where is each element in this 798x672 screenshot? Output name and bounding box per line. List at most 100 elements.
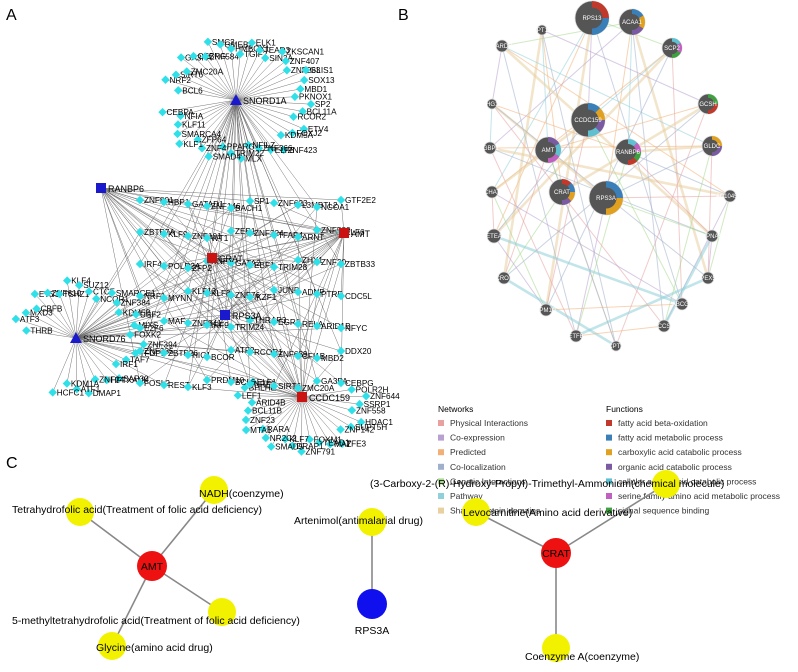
legend-label: Shared protein domains (450, 506, 540, 516)
leaf-label: NCOA1 (321, 203, 350, 212)
leaf-marker (48, 388, 57, 397)
leaf-marker (293, 232, 303, 242)
leaf-marker (131, 310, 141, 319)
leaf-marker (62, 276, 72, 285)
gene-node-etfb: ETFB (568, 329, 584, 343)
edge (235, 99, 282, 136)
leaf-marker (90, 375, 100, 384)
leaf-node: ETV4 (299, 124, 329, 134)
leaf-label: SP2 (315, 100, 331, 109)
edge (235, 99, 342, 352)
leaf-marker (183, 231, 193, 241)
leaf-marker (314, 438, 324, 447)
edge (222, 99, 237, 147)
edge (187, 290, 226, 316)
target-node-circle (137, 551, 167, 581)
hub-snord76: SNORD76 (70, 332, 126, 344)
leaf-node: SMARCA4 (173, 129, 222, 139)
leaf-marker (337, 439, 347, 448)
interaction-edge (489, 147, 577, 337)
edge (244, 387, 303, 398)
edge (235, 99, 294, 117)
leaf-label: KDM1A (71, 380, 100, 389)
leaf-node: BCL6 (174, 86, 203, 95)
legend-label: cellular amino acid catabolic process (618, 476, 756, 486)
leaf-label: SUPT5H (355, 423, 387, 432)
leaf-node: MYNN (159, 293, 192, 303)
leaf-marker (336, 259, 346, 269)
legend-swatch (606, 463, 612, 470)
leaf-marker (245, 379, 255, 389)
interaction-edge (547, 103, 709, 151)
leaf-marker (226, 203, 236, 213)
edge (177, 99, 237, 125)
gene-node-label: GCSH (699, 102, 716, 108)
gene-node-etea: ETEA (486, 228, 502, 244)
function-legend-fatty-acid-beta-oxidation: fatty acid beta-oxidation (606, 418, 708, 428)
leaf-node: HFTXANK (102, 375, 149, 385)
edge (163, 99, 237, 235)
leaf-marker (135, 259, 145, 269)
leaf-label: NRF2 (254, 380, 276, 389)
edge (301, 396, 331, 445)
hub-rps3a: RPS3A (220, 310, 262, 321)
interaction-edge (575, 197, 607, 337)
leaf-node: RCOR2 (289, 112, 327, 122)
edge (100, 187, 189, 324)
interaction-edge (671, 47, 683, 305)
leaf-label: REST (168, 381, 190, 390)
target-node-rps3a: RPS3A (355, 589, 389, 637)
leaf-marker (266, 442, 276, 451)
leaf-node: ZBTB33 (336, 259, 375, 269)
edge (206, 260, 226, 316)
leaf-node: ZNF644 (361, 391, 400, 401)
edge (179, 99, 237, 144)
interaction-edge (575, 325, 665, 337)
edge (187, 232, 345, 324)
leaf-marker (159, 229, 169, 239)
drug-node-glycine-amino-acid-drug: Glycine(amino acid drug) (96, 632, 213, 660)
edge (316, 232, 345, 327)
hub-marker (230, 94, 242, 105)
edge (75, 201, 165, 339)
leaf-node: TEAD1 (314, 438, 350, 448)
legend-label: Co-expression (450, 433, 505, 443)
leaf-label: GLIS1 (310, 66, 334, 75)
function-legend-cellular-amino-acid-catabolic-process: cellular amino acid catabolic process (606, 476, 756, 486)
leaf-marker (312, 257, 322, 267)
leaf-marker (336, 195, 346, 205)
gene-node-core (595, 187, 617, 209)
legend-label: fatty acid beta-oxidation (618, 418, 708, 428)
edge (75, 327, 342, 339)
hub-label: SNORD1A (243, 96, 287, 106)
gene-node-label: ABCG8 (672, 302, 693, 308)
leaf-node: TFAP4 (269, 230, 303, 240)
leaf-label: ADNP (302, 288, 325, 297)
interaction-edge (627, 151, 713, 237)
leaf-label: MXD3 (30, 309, 53, 318)
edge (197, 99, 237, 140)
leaf-marker (276, 130, 286, 140)
hub-marker (70, 332, 82, 343)
leaf-label: ZNF366 (263, 144, 293, 153)
leaf-label: ZNF423 (288, 146, 318, 155)
leaf-marker (347, 406, 357, 415)
leaf-node: BCL6 (226, 377, 256, 387)
gene-node-core (623, 13, 641, 31)
leaf-label: SUZ12 (83, 281, 109, 290)
edge (235, 70, 288, 101)
edge (75, 337, 89, 394)
edge (26, 330, 77, 339)
drug-node-coenzyme-a-coenzyme: Coenzyme A(coenzyme) (525, 634, 639, 663)
edge (34, 293, 77, 339)
leaf-marker (293, 200, 303, 210)
leaf-label: ZNF610 (52, 289, 82, 298)
leaf-node: GMEB2 (216, 40, 253, 50)
leaf-marker (22, 326, 31, 335)
leaf-label: MBD2 (321, 354, 344, 363)
edge (235, 54, 241, 101)
leaf-marker (202, 201, 212, 211)
edge (235, 99, 304, 130)
edge (246, 396, 303, 431)
legend-swatch (438, 463, 444, 470)
